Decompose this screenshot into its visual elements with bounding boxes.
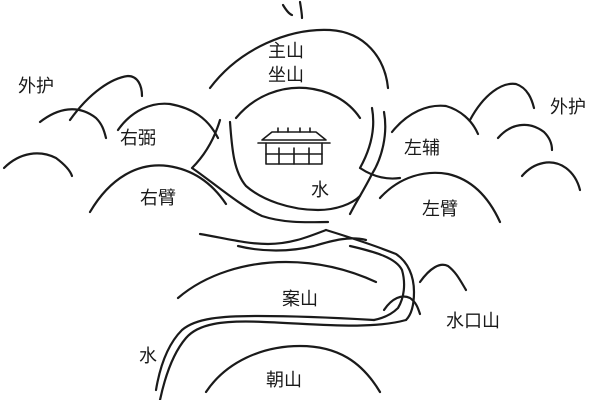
right-support-ridge — [116, 102, 220, 140]
right-arm-ridge — [88, 164, 228, 214]
water-stream-right-bank — [358, 106, 402, 180]
label-table-mountain: 案山 — [282, 289, 318, 310]
house-icon — [257, 127, 331, 165]
label-sitting-mountain: 坐山 — [268, 65, 304, 86]
main-mountain-ridge — [208, 28, 390, 90]
label-main-mountain: 主山 — [268, 41, 304, 62]
water-mouth-mountain-small — [382, 295, 422, 316]
top-brush-mark — [281, 0, 304, 20]
label-left-arm: 左臂 — [422, 199, 458, 220]
label-water-lower: 水 — [139, 346, 157, 367]
label-facing-mountain: 朝山 — [266, 370, 302, 391]
water-lower-channel-inner — [154, 314, 376, 392]
facing-mountain-ridge — [204, 344, 382, 394]
water-stream-left-bank — [190, 118, 330, 224]
left-support-ridge — [390, 104, 480, 136]
outer-guard-left-ridge-2 — [38, 108, 108, 140]
label-left-support: 左辅 — [404, 138, 440, 159]
label-water-upper: 水 — [311, 180, 329, 201]
label-right-support: 右弼 — [120, 128, 156, 149]
outer-guard-right-ridge-2 — [496, 123, 554, 152]
outer-guard-left-ridge-1 — [68, 74, 144, 122]
outer-guard-right-ridge-1 — [468, 82, 536, 122]
outer-guard-left-ridge-3 — [2, 152, 74, 178]
outer-guard-right-ridge-3 — [520, 161, 582, 192]
water-channel-lower — [348, 244, 406, 322]
water-stream-right-bank-inner — [348, 110, 387, 216]
label-water-mouth-mountain: 水口山 — [446, 311, 500, 332]
water-stream-left-bank-inner — [228, 120, 362, 212]
table-mountain-ridge — [176, 260, 378, 300]
label-outer-guard-right: 外护 — [550, 97, 586, 118]
label-outer-guard-left: 外护 — [18, 76, 54, 97]
water-stream-join — [198, 228, 328, 246]
water-mouth-mountain-ridge — [418, 263, 468, 292]
label-right-arm: 右臂 — [140, 188, 176, 209]
water-lower-channel-outer — [158, 318, 408, 400]
water-channel-upper — [324, 228, 416, 322]
left-arm-ridge — [378, 171, 502, 224]
sitting-mountain-ridge — [234, 86, 362, 120]
